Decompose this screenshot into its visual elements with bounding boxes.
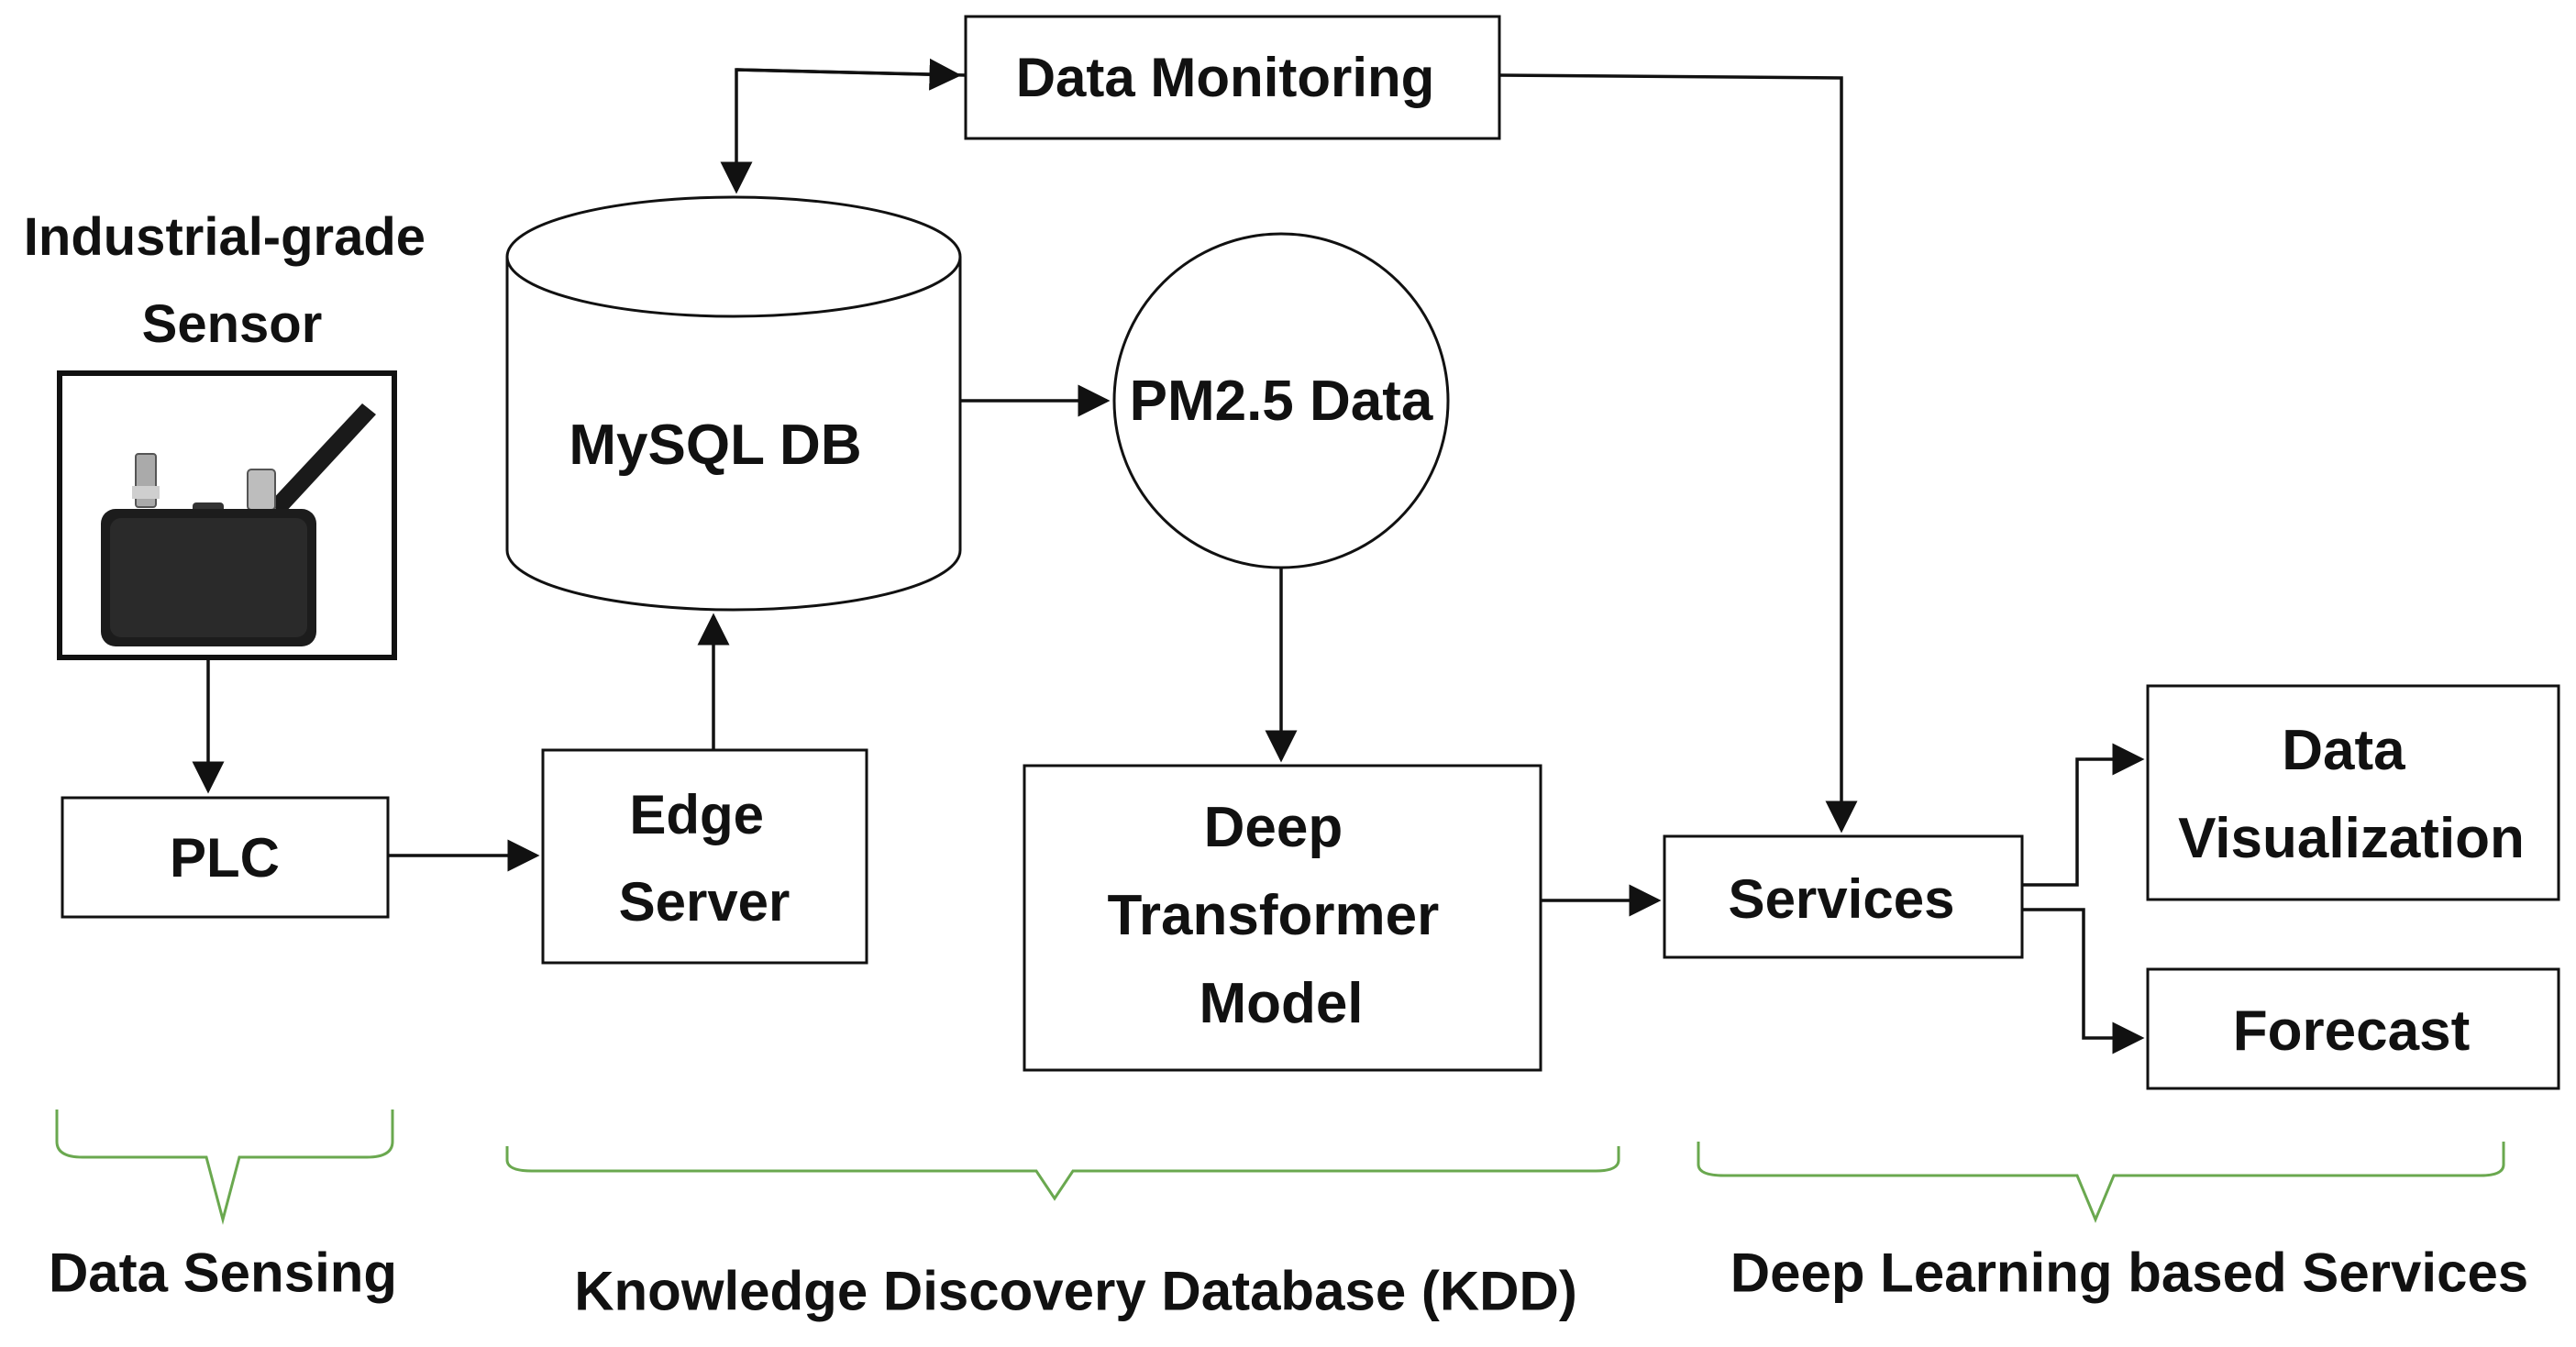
sensor-title-line-2: Sensor [142, 294, 323, 354]
sensor-device-icon [101, 403, 376, 646]
forecast-box [2146, 967, 2560, 1090]
brace-dl-services [1697, 1142, 2505, 1223]
brace-kdd [505, 1146, 1620, 1201]
services-box [1663, 834, 2024, 959]
deep-transformer-box [1023, 764, 1542, 1072]
group-label-data-sensing: Data Sensing [49, 1242, 397, 1304]
deep-transformer-line-3: Model [1199, 972, 1363, 1035]
edge-server-label: Edge Server [619, 784, 790, 933]
mysql-db-label: MySQL DB [569, 414, 861, 477]
services-label: Services [1729, 868, 1955, 930]
edge-monitoring-to-services [1498, 73, 1858, 834]
pm25-data-label: PM2.5 Data [1130, 370, 1433, 433]
data-monitoring-box [964, 15, 1501, 140]
plc-box [61, 796, 390, 919]
edge-monitoring-to-mysql [720, 68, 967, 194]
edge-server-box [541, 748, 868, 965]
group-label-dl-services: Deep Learning based Services [1730, 1242, 2528, 1304]
edge-mysql-to-monitoring [735, 58, 962, 91]
sensor-title-line-1: Industrial-grade [24, 207, 426, 267]
edge-server-line-2: Server [619, 871, 790, 933]
sensor-image [57, 370, 397, 660]
sensor-title: Industrial-grade Sensor [24, 207, 440, 354]
edge-server-line-1: Edge [629, 784, 764, 845]
deep-transformer-line-1: Deep [1204, 796, 1343, 859]
deep-transformer-label: Deep Transformer Model [1107, 796, 1454, 1035]
edge-services-to-forecast [2022, 908, 2145, 1054]
data-visualization-line-1: Data [2282, 719, 2405, 782]
data-visualization-label: Data Visualization [2178, 719, 2525, 870]
deep-transformer-line-2: Transformer [1107, 884, 1439, 947]
data-visualization-box [2146, 684, 2560, 901]
data-visualization-line-2: Visualization [2178, 807, 2525, 870]
plc-label: PLC [170, 827, 280, 889]
group-label-kdd: Knowledge Discovery Database (KDD) [574, 1261, 1577, 1322]
edge-services-to-visualization [2022, 743, 2145, 887]
data-monitoring-label: Data Monitoring [1016, 47, 1435, 108]
forecast-label: Forecast [2233, 999, 2470, 1063]
brace-data-sensing [55, 1110, 394, 1225]
mysql-db-cylinder [505, 195, 962, 612]
